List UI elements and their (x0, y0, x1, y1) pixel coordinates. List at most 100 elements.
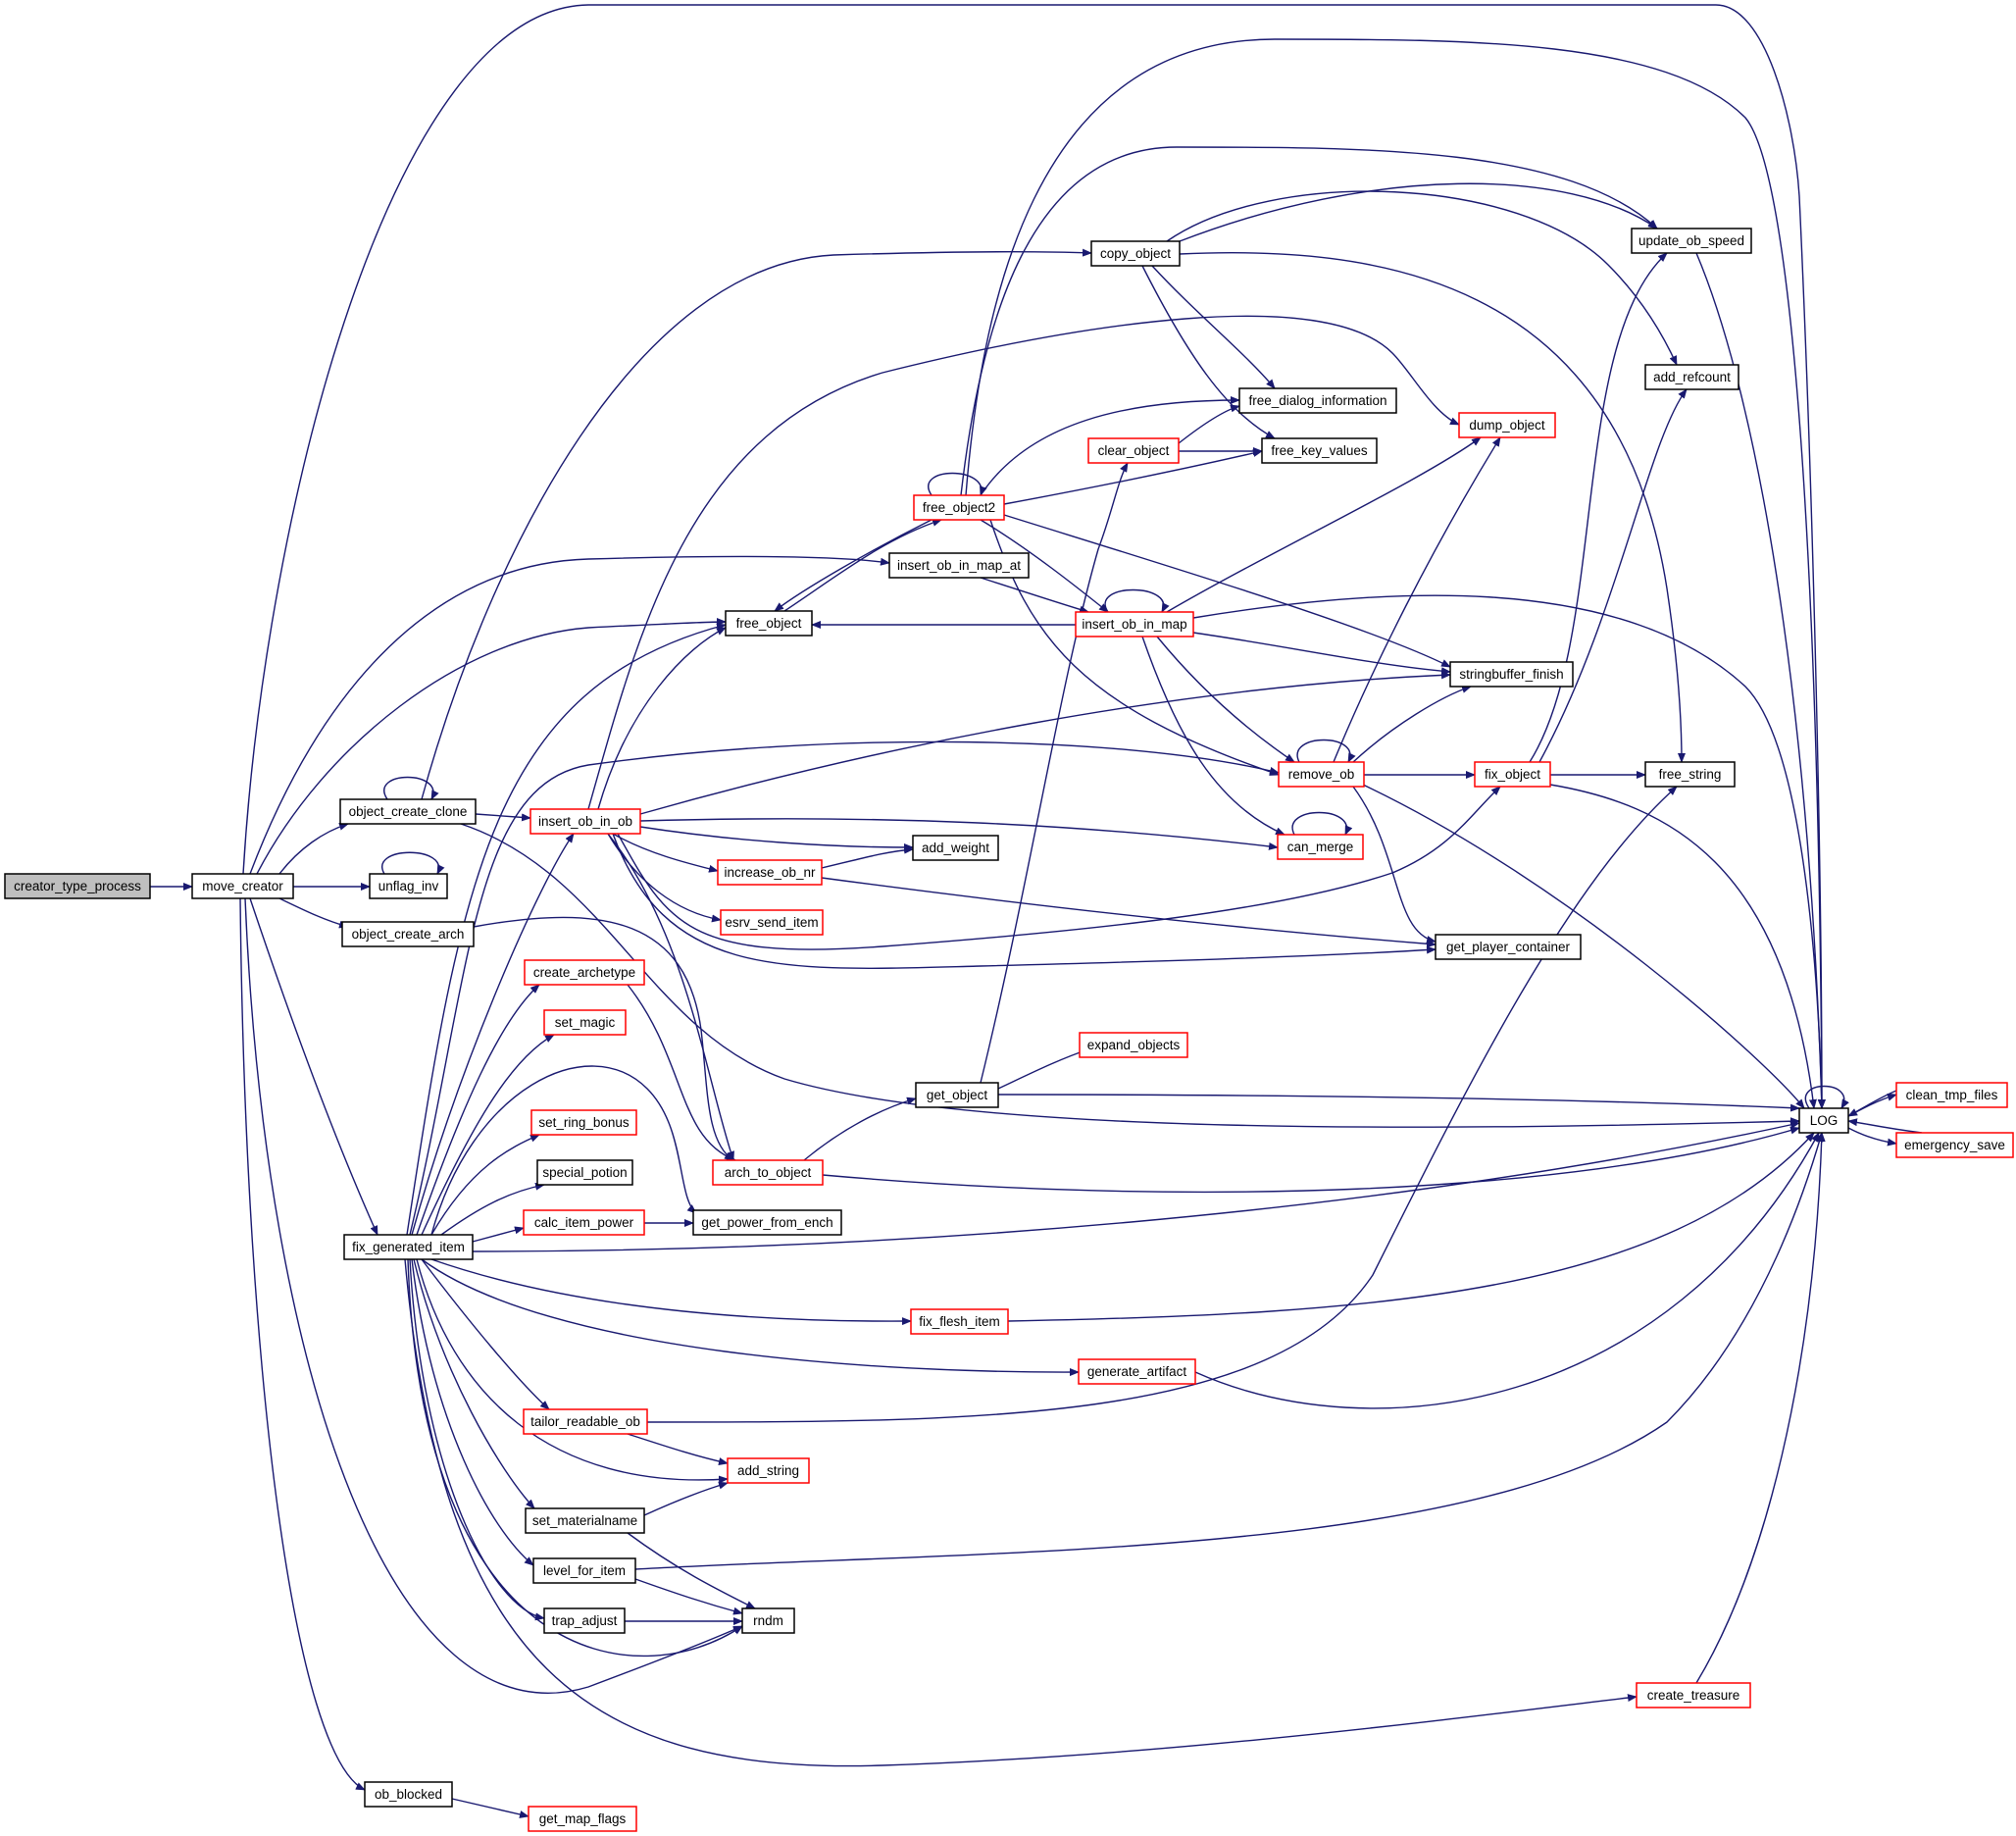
node-add_weight[interactable]: add_weight (912, 835, 999, 861)
node-set_materialname[interactable]: set_materialname (525, 1507, 645, 1534)
node-free_object2[interactable]: free_object2 (913, 494, 1005, 521)
node-copy_object[interactable]: copy_object (1090, 240, 1181, 267)
edge-insert_ob_in_ob-to-arch_to_object (607, 833, 734, 1161)
node-box (725, 610, 813, 637)
edge-insert_ob_in_ob-to-fix_object (617, 786, 1501, 950)
edge-level_for_item-to-LOG (634, 1132, 1824, 1570)
node-ob_blocked[interactable]: ob_blocked (364, 1781, 453, 1808)
node-level_for_item[interactable]: level_for_item (532, 1557, 636, 1584)
node-label: insert_ob_in_map (1082, 617, 1186, 632)
node-free_string[interactable]: free_string (1644, 761, 1736, 788)
node-box (692, 1209, 842, 1236)
edge-object_create_clone-to-object_create_clone (383, 776, 439, 800)
node-insert_ob_in_map_at[interactable]: insert_ob_in_map_at (888, 552, 1030, 579)
node-clean_tmp_files[interactable]: clean_tmp_files (1895, 1082, 2008, 1108)
edge-fix_object-to-update_ob_speed (1529, 252, 1668, 763)
edge-object_create_clone-to-copy_object (421, 248, 1092, 800)
node-move_creator[interactable]: move_creator (191, 873, 294, 899)
edge-clean_tmp_files-to-LOG (1847, 1090, 1897, 1117)
node-creator_type_process[interactable]: creator_type_process (4, 873, 151, 899)
node-label: set_materialname (532, 1513, 637, 1528)
node-get_power_from_ench[interactable]: get_power_from_ench (692, 1209, 842, 1236)
node-label: fix_flesh_item (919, 1314, 1000, 1329)
node-fix_flesh_item[interactable]: fix_flesh_item (910, 1308, 1009, 1335)
edge-insert_ob_in_map-to-stringbuffer_finish (1192, 632, 1451, 676)
node-stringbuffer_finish[interactable]: stringbuffer_finish (1449, 661, 1574, 688)
node-box (528, 1806, 637, 1832)
node-label: fix_object (1485, 767, 1540, 782)
edge-insert_ob_in_ob-to-add_weight (639, 826, 914, 851)
node-label: increase_ob_nr (724, 865, 816, 880)
node-rndm[interactable]: rndm (741, 1607, 795, 1634)
node-label: insert_ob_in_map_at (897, 558, 1021, 573)
node-box (191, 873, 294, 899)
edge-clear_object-to-free_dialog_information (1178, 404, 1240, 444)
node-get_map_flags[interactable]: get_map_flags (528, 1806, 637, 1832)
node-label: calc_item_power (534, 1215, 634, 1230)
node-free_object[interactable]: free_object (725, 610, 813, 637)
node-fix_generated_item[interactable]: fix_generated_item (343, 1234, 474, 1260)
node-create_treasure[interactable]: create_treasure (1636, 1682, 1751, 1708)
node-box (912, 835, 999, 861)
node-LOG[interactable]: LOG (1798, 1107, 1849, 1134)
node-label: clean_tmp_files (1906, 1088, 1998, 1102)
node-object_create_arch[interactable]: object_create_arch (341, 921, 475, 947)
node-add_refcount[interactable]: add_refcount (1644, 364, 1739, 390)
node-box (1238, 387, 1397, 414)
node-dump_object[interactable]: dump_object (1458, 412, 1556, 438)
node-unflag_inv[interactable]: unflag_inv (369, 873, 448, 899)
node-insert_ob_in_ob[interactable]: insert_ob_in_ob (529, 808, 641, 835)
node-label: create_archetype (533, 965, 635, 980)
node-box (536, 1159, 633, 1186)
node-fix_object[interactable]: fix_object (1474, 761, 1551, 788)
edge-insert_ob_in_map-to-remove_ob (1156, 636, 1295, 763)
node-calc_item_power[interactable]: calc_item_power (523, 1209, 645, 1236)
node-label: free_key_values (1271, 443, 1368, 458)
node-set_ring_bonus[interactable]: set_ring_bonus (530, 1109, 637, 1136)
node-get_player_container[interactable]: get_player_container (1435, 934, 1582, 960)
node-box (1895, 1132, 2014, 1158)
node-emergency_save[interactable]: emergency_save (1895, 1132, 2014, 1158)
node-arch_to_object[interactable]: arch_to_object (712, 1159, 824, 1186)
node-increase_ob_nr[interactable]: increase_ob_nr (717, 859, 823, 886)
edge-insert_ob_in_ob-to-can_merge (639, 818, 1279, 850)
node-generate_artifact[interactable]: generate_artifact (1078, 1358, 1196, 1385)
edge-insert_ob_in_ob-to-stringbuffer_finish (639, 671, 1451, 815)
node-label: tailor_readable_ob (530, 1414, 640, 1429)
node-label: emergency_save (1904, 1138, 2005, 1152)
node-box (1631, 228, 1752, 254)
edge-copy_object-to-free_key_values (1141, 265, 1276, 439)
edge-free_object-to-free_object2 (783, 519, 942, 612)
node-box (1458, 412, 1556, 438)
node-box (888, 552, 1030, 579)
node-box (915, 1082, 999, 1108)
node-trap_adjust[interactable]: trap_adjust (543, 1607, 626, 1634)
edge-free_object2-to-update_ob_speed (960, 146, 1658, 496)
node-special_potion[interactable]: special_potion (536, 1159, 633, 1186)
node-can_merge[interactable]: can_merge (1277, 834, 1364, 860)
node-label: copy_object (1100, 246, 1171, 261)
edge-copy_object-to-free_dialog_information (1151, 265, 1276, 389)
node-expand_objects[interactable]: expand_objects (1079, 1032, 1188, 1058)
node-box (524, 959, 645, 986)
node-esrv_send_item[interactable]: esrv_send_item (720, 909, 824, 936)
node-clear_object[interactable]: clear_object (1087, 437, 1180, 464)
node-create_archetype[interactable]: create_archetype (524, 959, 645, 986)
node-get_object[interactable]: get_object (915, 1082, 999, 1108)
node-update_ob_speed[interactable]: update_ob_speed (1631, 228, 1752, 254)
node-insert_ob_in_map[interactable]: insert_ob_in_map (1075, 611, 1194, 638)
node-label: get_map_flags (539, 1811, 627, 1826)
node-object_create_clone[interactable]: object_create_clone (339, 798, 477, 825)
node-box (1474, 761, 1551, 788)
node-remove_ob[interactable]: remove_ob (1278, 761, 1365, 788)
edge-arch_to_object-to-get_object (803, 1096, 917, 1161)
node-set_magic[interactable]: set_magic (543, 1009, 627, 1036)
edge-free_object2-to-free_dialog_information (980, 396, 1240, 496)
node-label: add_string (737, 1463, 799, 1478)
node-add_string[interactable]: add_string (727, 1457, 810, 1484)
node-free_key_values[interactable]: free_key_values (1261, 437, 1378, 464)
node-free_dialog_information[interactable]: free_dialog_information (1238, 387, 1397, 414)
node-tailor_readable_ob[interactable]: tailor_readable_ob (523, 1408, 648, 1435)
node-label: object_create_arch (352, 927, 465, 942)
edge-fix_generated_item-to-add_string (416, 1258, 729, 1484)
